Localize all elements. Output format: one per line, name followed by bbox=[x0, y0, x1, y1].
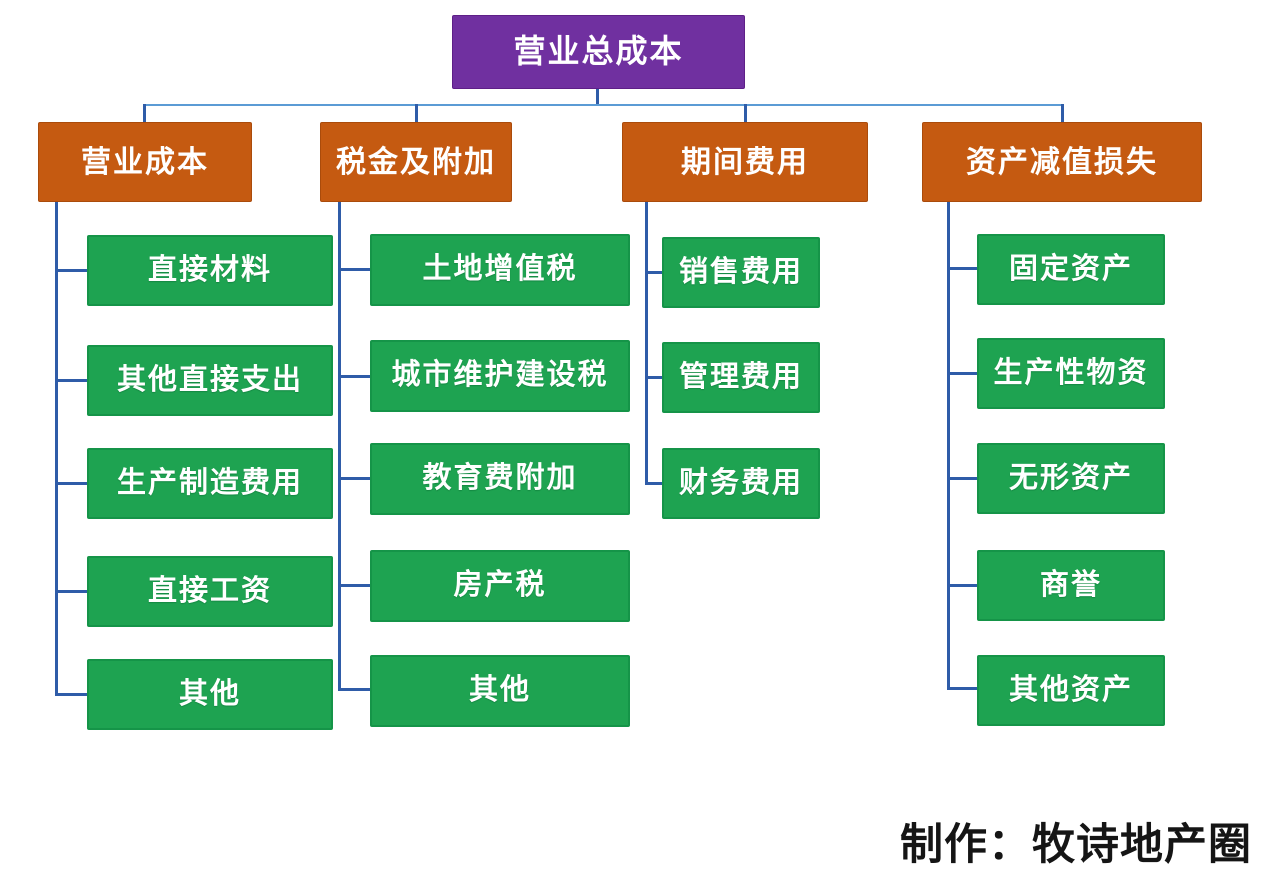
leaf-node: 无形资产 bbox=[977, 443, 1165, 514]
connector-line bbox=[55, 202, 58, 696]
connector-line bbox=[596, 89, 599, 105]
leaf-node: 销售费用 bbox=[662, 237, 820, 308]
connector-line bbox=[338, 584, 370, 587]
connector-line bbox=[415, 104, 418, 122]
connector-line bbox=[645, 271, 662, 274]
leaf-node: 其他 bbox=[370, 655, 630, 727]
root-node-total-operating-cost: 营业总成本 bbox=[452, 15, 745, 89]
leaf-node: 直接工资 bbox=[87, 556, 333, 627]
leaf-node: 直接材料 bbox=[87, 235, 333, 306]
connector-line bbox=[645, 482, 662, 485]
connector-line bbox=[338, 202, 341, 691]
connector-line bbox=[55, 379, 87, 382]
branch-header-asset-impairment-loss: 资产减值损失 bbox=[922, 122, 1202, 202]
connector-line bbox=[947, 477, 977, 480]
connector-line bbox=[947, 584, 977, 587]
connector-line bbox=[645, 202, 648, 485]
leaf-node: 教育费附加 bbox=[370, 443, 630, 515]
connector-line bbox=[55, 590, 87, 593]
leaf-node: 生产性物资 bbox=[977, 338, 1165, 409]
connector-line bbox=[947, 372, 977, 375]
leaf-node: 固定资产 bbox=[977, 234, 1165, 305]
leaf-node: 其他直接支出 bbox=[87, 345, 333, 416]
leaf-node: 管理费用 bbox=[662, 342, 820, 413]
connector-line bbox=[947, 687, 977, 690]
connector-line bbox=[947, 202, 950, 690]
credit-text: 制作：牧诗地产圈 bbox=[900, 822, 1252, 869]
leaf-node: 其他资产 bbox=[977, 655, 1165, 726]
connector-line bbox=[143, 104, 146, 122]
leaf-node: 土地增值税 bbox=[370, 234, 630, 306]
connector-line bbox=[947, 267, 977, 270]
connector-line bbox=[338, 375, 370, 378]
leaf-node: 其他 bbox=[87, 659, 333, 730]
connector-line bbox=[143, 104, 1064, 106]
connector-line bbox=[55, 693, 87, 696]
leaf-node: 财务费用 bbox=[662, 448, 820, 519]
connector-line bbox=[338, 477, 370, 480]
branch-header-period-expenses: 期间费用 bbox=[622, 122, 868, 202]
connector-line bbox=[1061, 104, 1064, 122]
leaf-node: 生产制造费用 bbox=[87, 448, 333, 519]
connector-line bbox=[338, 268, 370, 271]
branch-header-taxes-and-surcharges: 税金及附加 bbox=[320, 122, 512, 202]
connector-line bbox=[55, 482, 87, 485]
leaf-node: 城市维护建设税 bbox=[370, 340, 630, 412]
connector-line bbox=[744, 104, 747, 122]
branch-header-operating-cost: 营业成本 bbox=[38, 122, 252, 202]
connector-line bbox=[338, 688, 370, 691]
leaf-node: 商誉 bbox=[977, 550, 1165, 621]
connector-line bbox=[645, 376, 662, 379]
leaf-node: 房产税 bbox=[370, 550, 630, 622]
connector-line bbox=[55, 269, 87, 272]
